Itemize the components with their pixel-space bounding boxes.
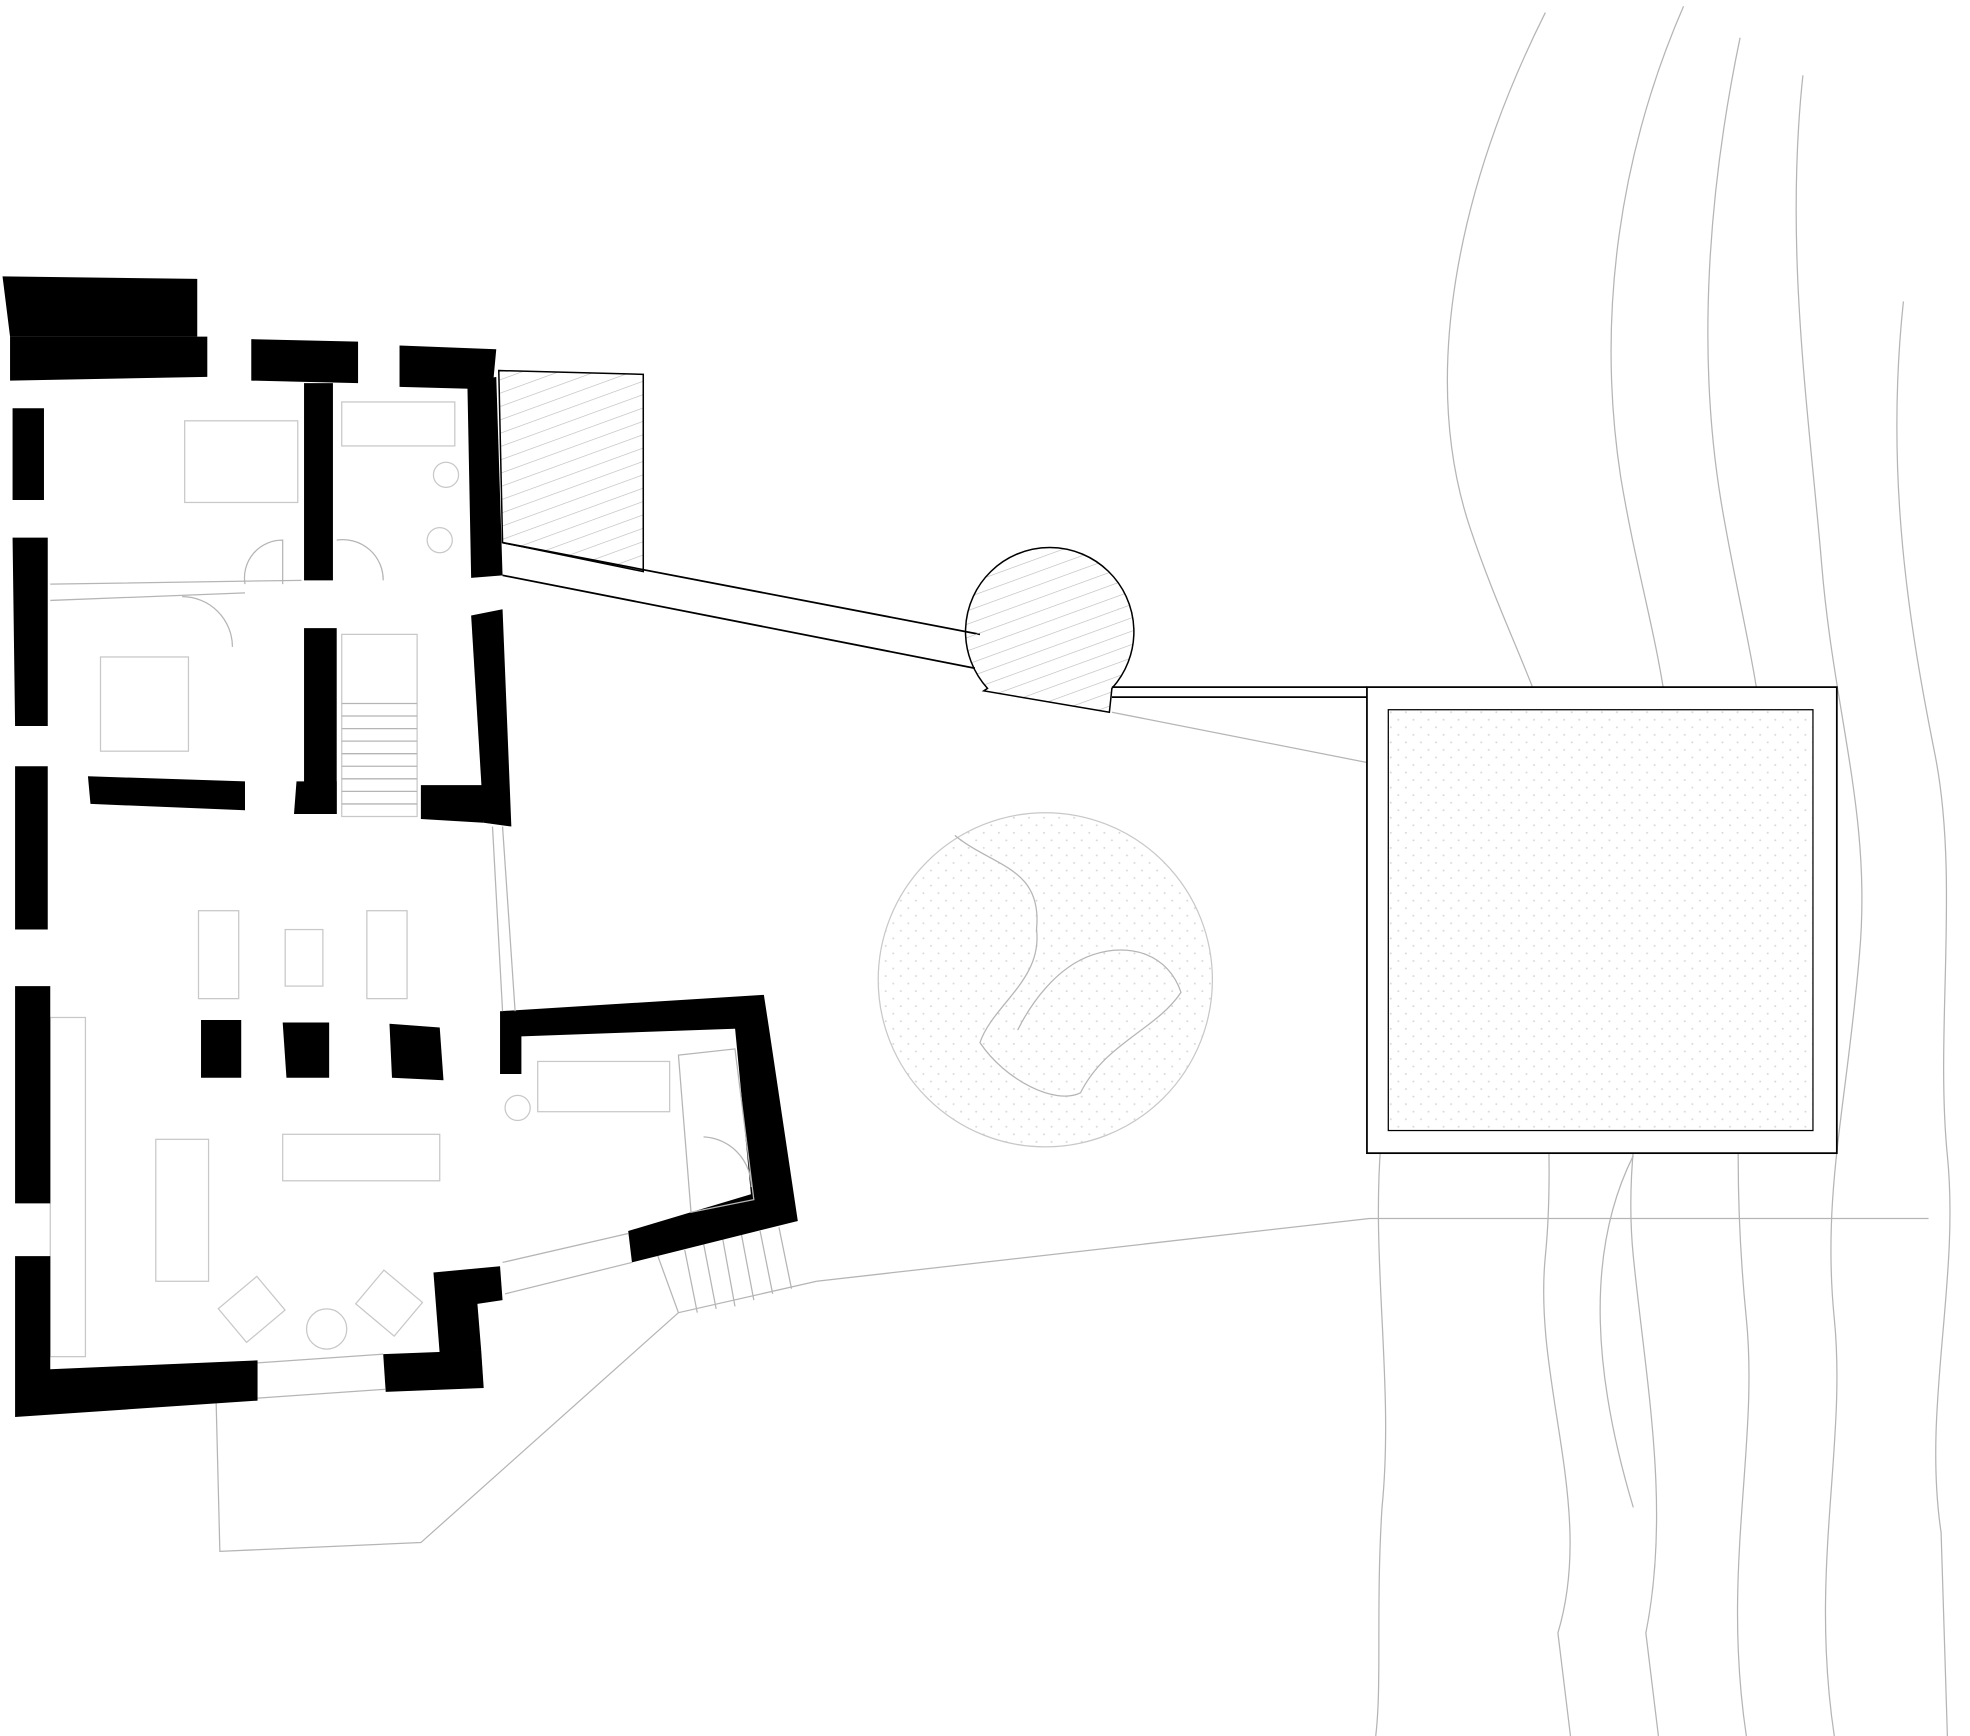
bridge: [502, 541, 981, 670]
doors-windows: [50, 539, 755, 1399]
hatched-terrace: [498, 369, 645, 573]
pool: [1111, 686, 1838, 1155]
furniture: [49, 401, 817, 1358]
round-pavilion: [964, 546, 1135, 714]
walls: [2, 276, 798, 1417]
terrain-lines: [215, 711, 1929, 1553]
tree: [877, 812, 1214, 1148]
